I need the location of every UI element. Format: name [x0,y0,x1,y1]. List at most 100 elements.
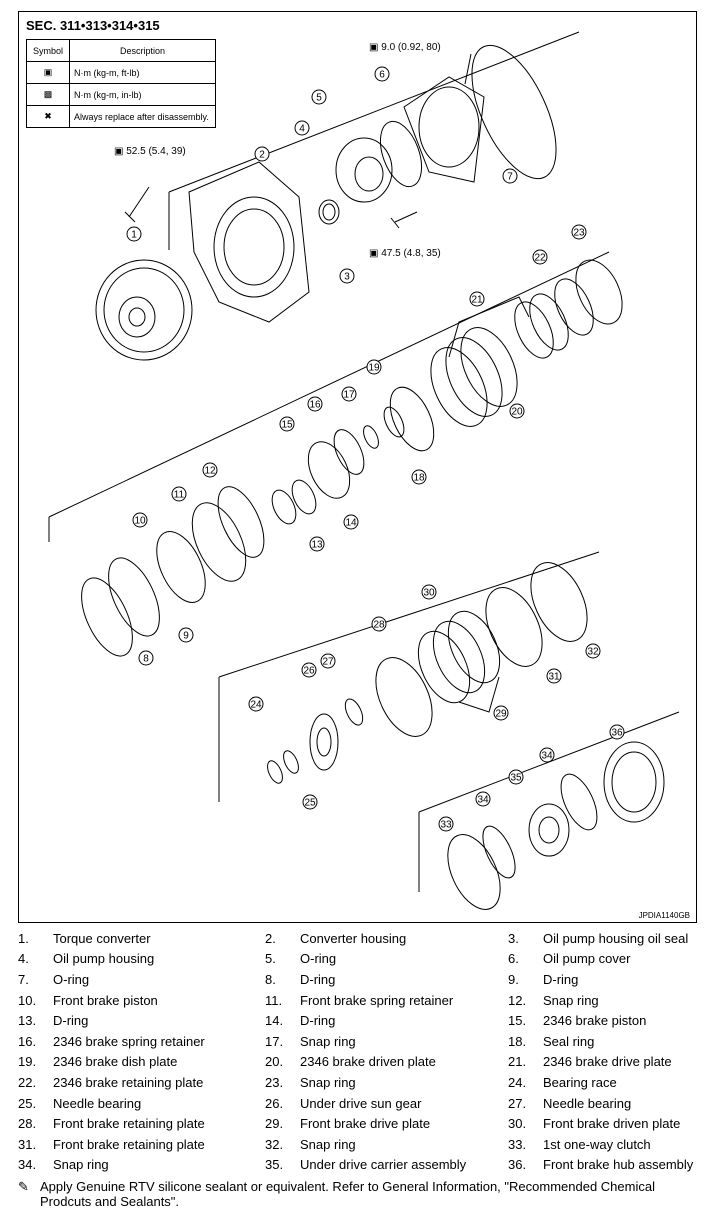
part-number: 21. [508,1054,527,1070]
part-item: 8.D-ring [265,972,508,987]
converter-housing-drawing [188,161,310,323]
part-name: Under drive sun gear [300,1095,422,1111]
part-callout-number: 12 [204,466,216,477]
torque-value: 52.5 (5.4, 39) [126,146,186,157]
part-name: 2346 brake dish plate [53,1054,178,1070]
part-number: 33. [508,1136,527,1152]
part-name: 2346 brake drive plate [543,1054,672,1070]
part-item: 20.2346 brake driven plate [265,1054,508,1069]
part-callout-number: 30 [423,588,435,599]
part-item: 5.O-ring [265,951,508,966]
part-name: Under drive carrier assembly [300,1157,467,1173]
part-item: 1.Torque converter [18,931,265,946]
part-number: 13. [18,1013,37,1029]
part-item: 24.Bearing race [508,1075,708,1090]
section-title: SEC. 311•313•314•315 [26,18,160,33]
part-callout-number: 22 [534,253,546,264]
part-callout-number: 36 [611,728,623,739]
part-item: 3.Oil pump housing oil seal [508,931,708,946]
section-divider [48,251,610,542]
part-callout-number: 17 [343,390,355,401]
part-callout-number: 35 [510,773,522,784]
part-number: 9. [508,971,519,987]
part-callout-circle [202,462,218,478]
part-callout-circle [311,89,327,105]
part-callout-circle [411,469,427,485]
part-name: 2346 brake piston [543,1013,647,1029]
part-number: 27. [508,1095,527,1111]
part-name: Oil pump housing oil seal [543,930,689,946]
part-item: 28.Front brake retaining plate [18,1116,265,1131]
part-callout-circle [532,249,548,265]
part-callout-number: 11 [174,490,185,501]
part-item: 4.Oil pump housing [18,951,265,966]
part-callout-circle [502,168,518,184]
part-name: Front brake spring retainer [300,992,454,1008]
part-callout-circle [493,705,509,721]
part-item: 14.D-ring [265,1013,508,1028]
part-name: Seal ring [543,1033,595,1049]
part-item: 9.D-ring [508,972,708,987]
bolt-drawing [390,211,418,229]
part-name: Snap ring [300,1033,356,1049]
part-name: Needle bearing [53,1095,142,1111]
part-callout-number: 1 [131,230,137,241]
part-callout-circle [508,769,524,785]
part-item: 10.Front brake piston [18,993,265,1008]
part-number: 16. [18,1033,37,1049]
part-number: 29. [265,1116,284,1132]
part-item: 16.2346 brake spring retainer [18,1034,265,1049]
part-callout-circle [309,536,325,552]
legend-description: Always replace after disassembly. [69,105,216,128]
torque-callout: ▣ 52.5 (5.4, 39) [114,146,186,157]
part-name: Front brake piston [53,992,158,1008]
part-callout-number: 13 [311,540,323,551]
oil-pump-cover-drawing [403,76,485,183]
torque-value: 9.0 (0.92, 80) [381,42,441,53]
part-callout-number: 33 [440,820,452,831]
part-callout-circle [126,226,142,242]
part-callout-circle [509,403,525,419]
part-callout-number: 8 [143,654,149,665]
part-item: 2.Converter housing [265,931,508,946]
part-name: D-ring [300,971,336,987]
part-callout-circle [301,662,317,678]
torque-wrench-icon: ▣ [26,61,70,84]
part-item: 6.Oil pump cover [508,951,708,966]
part-callout-circle [374,66,390,82]
part-callout-circle [341,386,357,402]
part-callout-circle [546,668,562,684]
part-name: Oil pump cover [543,951,631,967]
part-callout-circle [294,120,310,136]
part-name: Converter housing [300,930,407,946]
footnote: ✎ Apply Genuine RTV silicone sealant or … [18,1179,698,1209]
torque-wrench-small-icon: ▩ [26,83,70,106]
section-divider [218,551,600,802]
part-name: 2346 brake retaining plate [53,1074,204,1090]
oil-pump-housing-drawing [318,137,393,225]
part-number: 22. [18,1074,37,1090]
part-callout-circle [307,396,323,412]
part-callout-number: 6 [379,70,385,81]
part-callout-number: 34 [477,795,489,806]
bolt-drawing [124,186,150,223]
part-item: 17.Snap ring [265,1034,508,1049]
footnote-text: Apply Genuine RTV silicone sealant or eq… [40,1179,655,1209]
part-item: 27.Needle bearing [508,1096,708,1111]
part-name: 1st one-way clutch [543,1136,651,1152]
torque-callout: ▣ 9.0 (0.92, 80) [369,42,441,53]
part-item: 30.Front brake driven plate [508,1116,708,1131]
part-number: 11. [265,992,283,1008]
torque-converter-drawing [95,259,193,361]
part-item: 12.Snap ring [508,993,708,1008]
part-callout-circle [254,146,270,162]
part-callout-number: 31 [548,672,560,683]
